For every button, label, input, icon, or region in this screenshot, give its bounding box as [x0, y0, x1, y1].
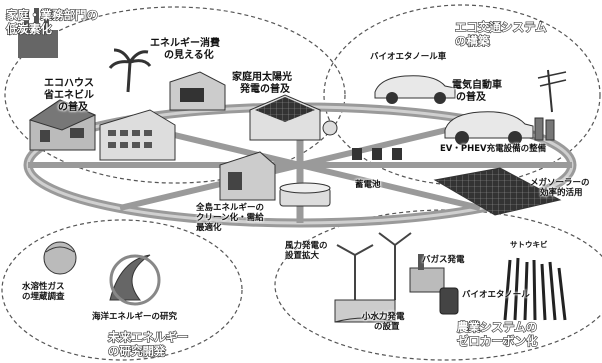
wind-turbine-icon	[336, 232, 412, 305]
bagasse-plant-icon	[409, 254, 445, 293]
future-header: 未来エネルギー の研究開発	[107, 329, 189, 358]
transport-header: エコ交通システム の構築	[454, 19, 547, 48]
visualize-label: エネルギー消費 の見える化	[150, 38, 220, 61]
solar-home-label: 家庭用太陽光 発電の普及	[232, 72, 292, 95]
mega-solar-label: メガソーラーの 効率的活用	[530, 178, 590, 198]
ecohouse-label: エコハウス 省エネビル の普及	[44, 78, 94, 113]
palm-tree-icon	[108, 48, 152, 93]
hydro-label: 小水力発電 の設置	[362, 312, 405, 332]
fuel-drum-icon	[439, 287, 459, 315]
mega-solar-icon	[433, 167, 562, 216]
ev-label: 電気自動車 の普及	[452, 80, 502, 103]
ocean-wave-icon	[109, 254, 161, 306]
solar-house-icon	[249, 94, 321, 141]
bioethanol-car-icon	[374, 75, 456, 104]
control-center-icon	[219, 151, 276, 201]
factory-icon	[18, 8, 58, 58]
sugarcane-label: サトウキビ	[510, 240, 548, 249]
hydro-plant-icon	[334, 299, 396, 323]
island-label: 全島エネルギーの クリーン化・需給 最適化	[196, 203, 265, 233]
electric-car-icon	[444, 111, 534, 145]
household-ellipse	[4, 6, 346, 184]
household-header: 家庭・業務部門の 低炭素化	[5, 7, 98, 36]
wind-label: 風力発電の 設置拡大	[285, 241, 328, 261]
battery-storage-icon	[279, 182, 331, 207]
ev-charge-label: EV・PHEV充電設備の整備	[440, 144, 547, 154]
bioethanol-label: バイオエタノール	[462, 290, 530, 300]
transport-ellipse	[323, 4, 601, 186]
ocean-label: 海洋エネルギーの研究	[92, 312, 178, 322]
bagasse-label: バガス発電	[422, 255, 465, 265]
gas-label: 水溶性ガス の埋蔵調査	[22, 282, 65, 302]
monitor-house-icon	[169, 71, 226, 111]
gas-tank-icon	[43, 241, 77, 275]
agri-header: 農業システムの ゼロカーボン化	[456, 319, 538, 348]
office-building-icon	[99, 109, 176, 161]
ecohouse-icon	[28, 99, 97, 151]
battery-label: 蓄電池	[355, 180, 381, 190]
future-ellipse	[1, 219, 243, 361]
charging-station-icon	[534, 69, 567, 141]
ev-charger-pole-icon	[322, 120, 402, 160]
sugarcane-icon	[503, 257, 567, 321]
bioethanol-car-label: バイオエタノール車	[370, 52, 447, 62]
